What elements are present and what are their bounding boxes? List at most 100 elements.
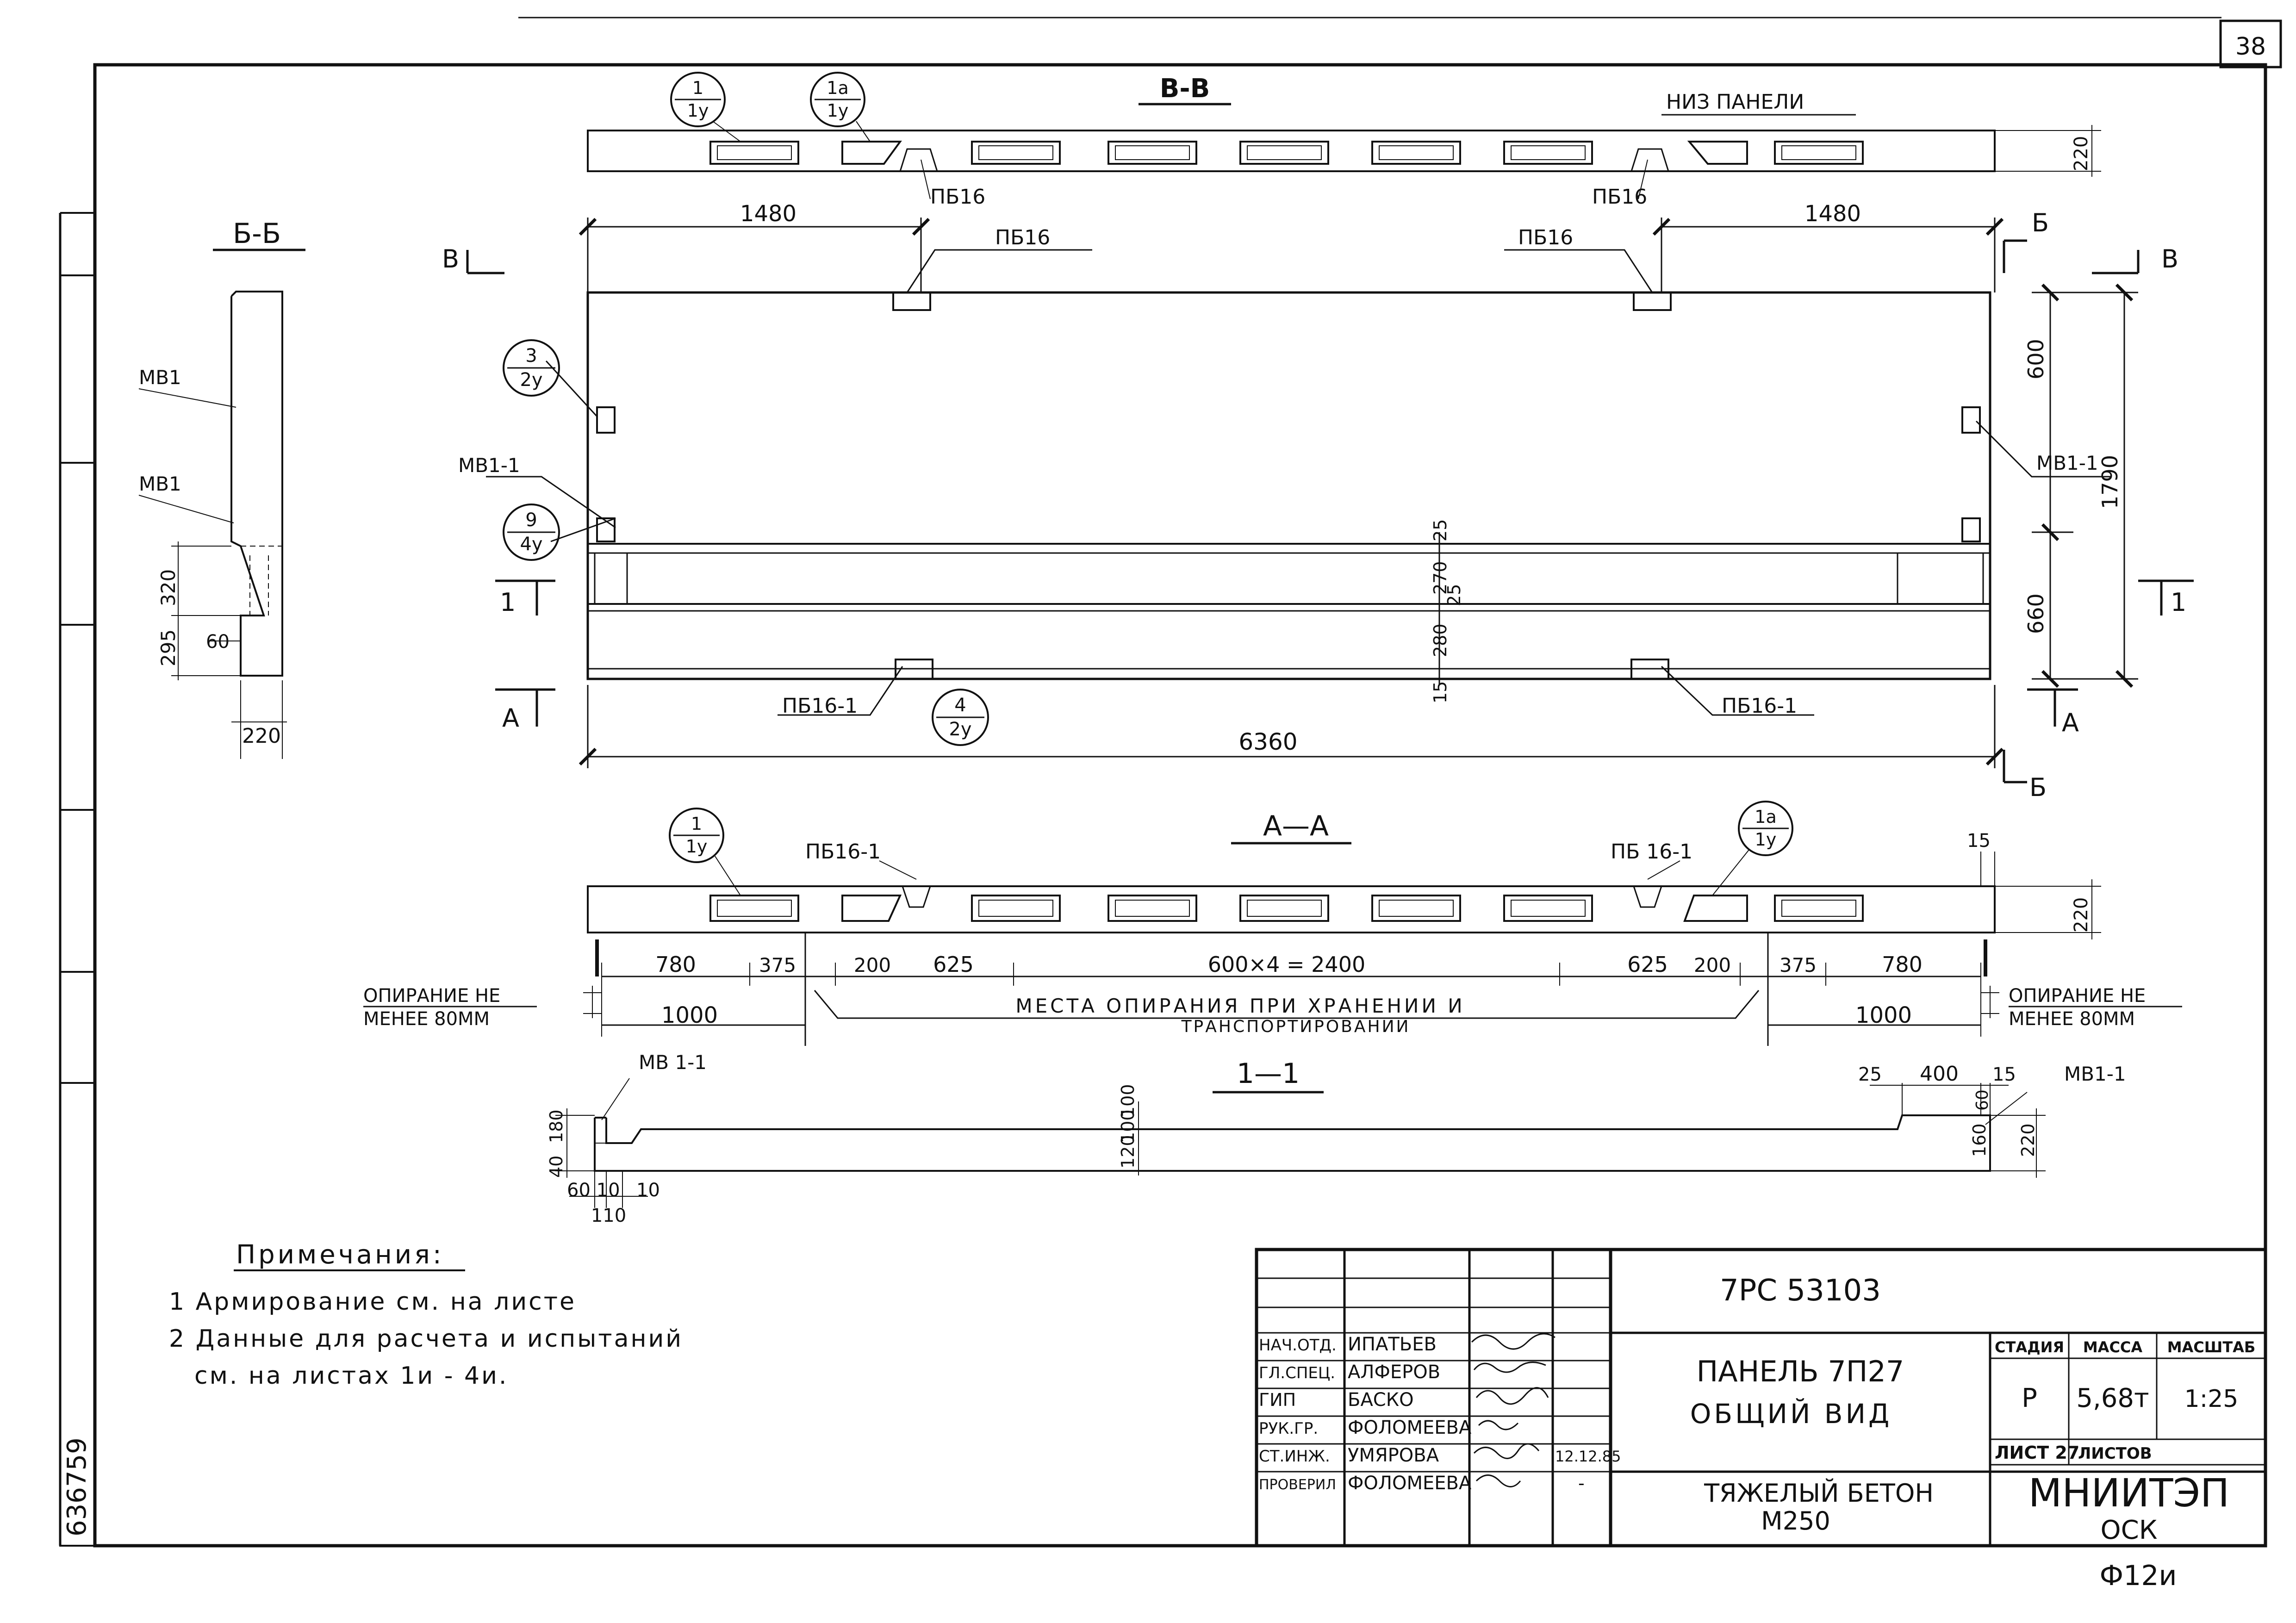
dim-vv-220: 220 (2071, 136, 2092, 171)
arrow-v-right: В (2161, 244, 2178, 274)
svg-text:1у: 1у (827, 100, 849, 121)
stamp-sheets: ЛИСТОВ (2078, 1444, 2152, 1463)
dim-220-aa: 220 (2071, 897, 2092, 933)
stamp-title-2: ОБЩИЙ ВИД (1690, 1398, 1892, 1430)
svg-text:4у: 4у (520, 534, 542, 555)
svg-text:1у: 1у (1755, 829, 1777, 850)
dim-180-11: 180 (546, 1109, 566, 1143)
opiranie-left-2: МЕНЕЕ 80ММ (363, 1008, 490, 1030)
dim-25-top: 25 (1430, 519, 1450, 541)
arrow-b-top: Б (2032, 208, 2049, 237)
dim-1790: 1790 (2097, 455, 2122, 509)
stamp-org-2: ОСК (2101, 1515, 2158, 1545)
svg-text:1а: 1а (827, 78, 848, 98)
stamp-material-2: М250 (1761, 1506, 1830, 1536)
dim-100-11b: 100 (1118, 1109, 1138, 1143)
dim-6360: 6360 (1238, 728, 1297, 755)
callout-9: 9 4у (503, 504, 560, 561)
dim-10-11: 10 (636, 1180, 660, 1201)
section-vv-title: В-В (1160, 74, 1210, 104)
svg-text:1у: 1у (687, 100, 709, 121)
stamp-role-4: РУК.ГР. (1259, 1419, 1318, 1438)
format-mark: Ф12и (2100, 1560, 2177, 1592)
arrow-1-right: 1 (2171, 588, 2186, 617)
dim-220-11: 220 (2018, 1123, 2038, 1157)
arrow-1-left: 1 (500, 588, 516, 617)
stamp-dash: - (1578, 1473, 1585, 1493)
dim-15-aa: 15 (1967, 830, 1991, 852)
label-mv-1-1-section: МВ 1-1 (639, 1051, 707, 1074)
label-pb16-1-plan-left: ПБ16-1 (782, 694, 858, 718)
svg-text:1: 1 (691, 814, 702, 834)
stamp-sheet: ЛИСТ 27 (1995, 1443, 2079, 1463)
dim-15: 15 (1430, 681, 1450, 703)
opiranie-right-2: МЕНЕЕ 80ММ (2009, 1008, 2135, 1030)
dim-200-right: 200 (1694, 954, 1731, 976)
dim-110-11: 110 (591, 1205, 626, 1226)
dim-625-right: 625 (1627, 952, 1668, 977)
callout-1a-vv: 1а 1у (810, 72, 871, 142)
section-bb (138, 291, 287, 759)
dim-60-bb: 60 (206, 631, 230, 653)
dim-270: 270 (1430, 561, 1450, 595)
plan-dimension-lines (579, 218, 2138, 768)
dim-160-11: 160 (1969, 1123, 1990, 1157)
dim-60-11-right: 60 (1973, 1089, 1992, 1111)
stamp-role-5: СТ.ИНЖ. (1259, 1447, 1330, 1466)
stamp-name-3: БАСКО (1348, 1389, 1414, 1411)
svg-text:1: 1 (692, 78, 703, 98)
label-mv1-1-plan-right: МВ1-1 (2036, 452, 2098, 474)
dim-220-bb: 220 (242, 724, 281, 748)
plan-leaders (486, 249, 2110, 716)
niz-paneli-label: НИЗ ПАНЕЛИ (1666, 90, 1804, 114)
note-3: см. на листах 1и - 4и. (194, 1362, 508, 1390)
arrow-a-left: А (502, 703, 519, 733)
dim-600: 600 (2023, 339, 2048, 379)
dim-375-right: 375 (1780, 954, 1817, 976)
dim-40-11: 40 (546, 1156, 566, 1178)
dim-375-left: 375 (759, 954, 796, 976)
dim-100-11: 100 (1118, 1084, 1138, 1118)
stamp-role-2: ГЛ.СПЕЦ. (1259, 1364, 1335, 1382)
label-mv1-bb-top: МВ1 (139, 366, 181, 389)
dim-660: 660 (2023, 593, 2048, 634)
dim-200-left: 200 (854, 954, 891, 976)
svg-text:9: 9 (525, 510, 537, 531)
archive-number: 636759 (62, 1437, 92, 1536)
arrow-b-bottom: Б (2029, 773, 2047, 802)
stamp-name-4: ФОЛОМЕЕВА (1348, 1417, 1472, 1438)
note-2: 2 Данные для расчета и испытаний (169, 1325, 683, 1353)
arrow-a-right: А (2062, 708, 2079, 737)
dim-1480-left: 1480 (740, 201, 796, 227)
section-vv (587, 125, 2101, 199)
label-pb16-vv-left: ПБ16 (930, 185, 985, 209)
opiranie-left-1: ОПИРАНИЕ НЕ (363, 985, 500, 1007)
label-pb16-1-aa-left: ПБ16-1 (805, 840, 881, 864)
stamp-scale-header: МАСШТАБ (2167, 1338, 2256, 1356)
svg-text:2у: 2у (949, 719, 971, 740)
dim-780-right: 780 (1882, 952, 1923, 977)
section-arrows (466, 239, 2194, 784)
dim-295: 295 (157, 629, 180, 666)
dim-1000-right: 1000 (1855, 1002, 1912, 1028)
stamp-role-6: ПРОВЕРИЛ (1259, 1477, 1336, 1493)
label-mv1-bb-bottom: МВ1 (139, 473, 181, 495)
section-aa (583, 852, 2101, 1046)
mesta-opiraniya-1: МЕСТА ОПИРАНИЯ ПРИ ХРАНЕНИИ И (1015, 995, 1465, 1017)
signatures (1471, 1333, 1556, 1487)
stamp-stage-header: СТАДИЯ (1995, 1338, 2064, 1356)
stamp-mass-header: МАССА (2083, 1338, 2143, 1356)
arrow-v-left: В (442, 244, 459, 274)
notes-title: Примечания: (236, 1240, 444, 1270)
dim-25-11: 25 (1858, 1064, 1882, 1085)
dim-120-11: 120 (1118, 1135, 1138, 1169)
title-block-grid (1255, 1248, 2267, 1548)
svg-text:3: 3 (525, 345, 537, 367)
dim-2400: 600×4 = 2400 (1208, 952, 1365, 977)
dim-25-mid: 25 (1444, 584, 1464, 606)
svg-text:1у: 1у (686, 836, 708, 857)
dim-1000-left: 1000 (661, 1002, 718, 1028)
section-bb-title: Б-Б (233, 218, 281, 250)
stamp-name-2: АЛФЕРОВ (1348, 1362, 1440, 1383)
